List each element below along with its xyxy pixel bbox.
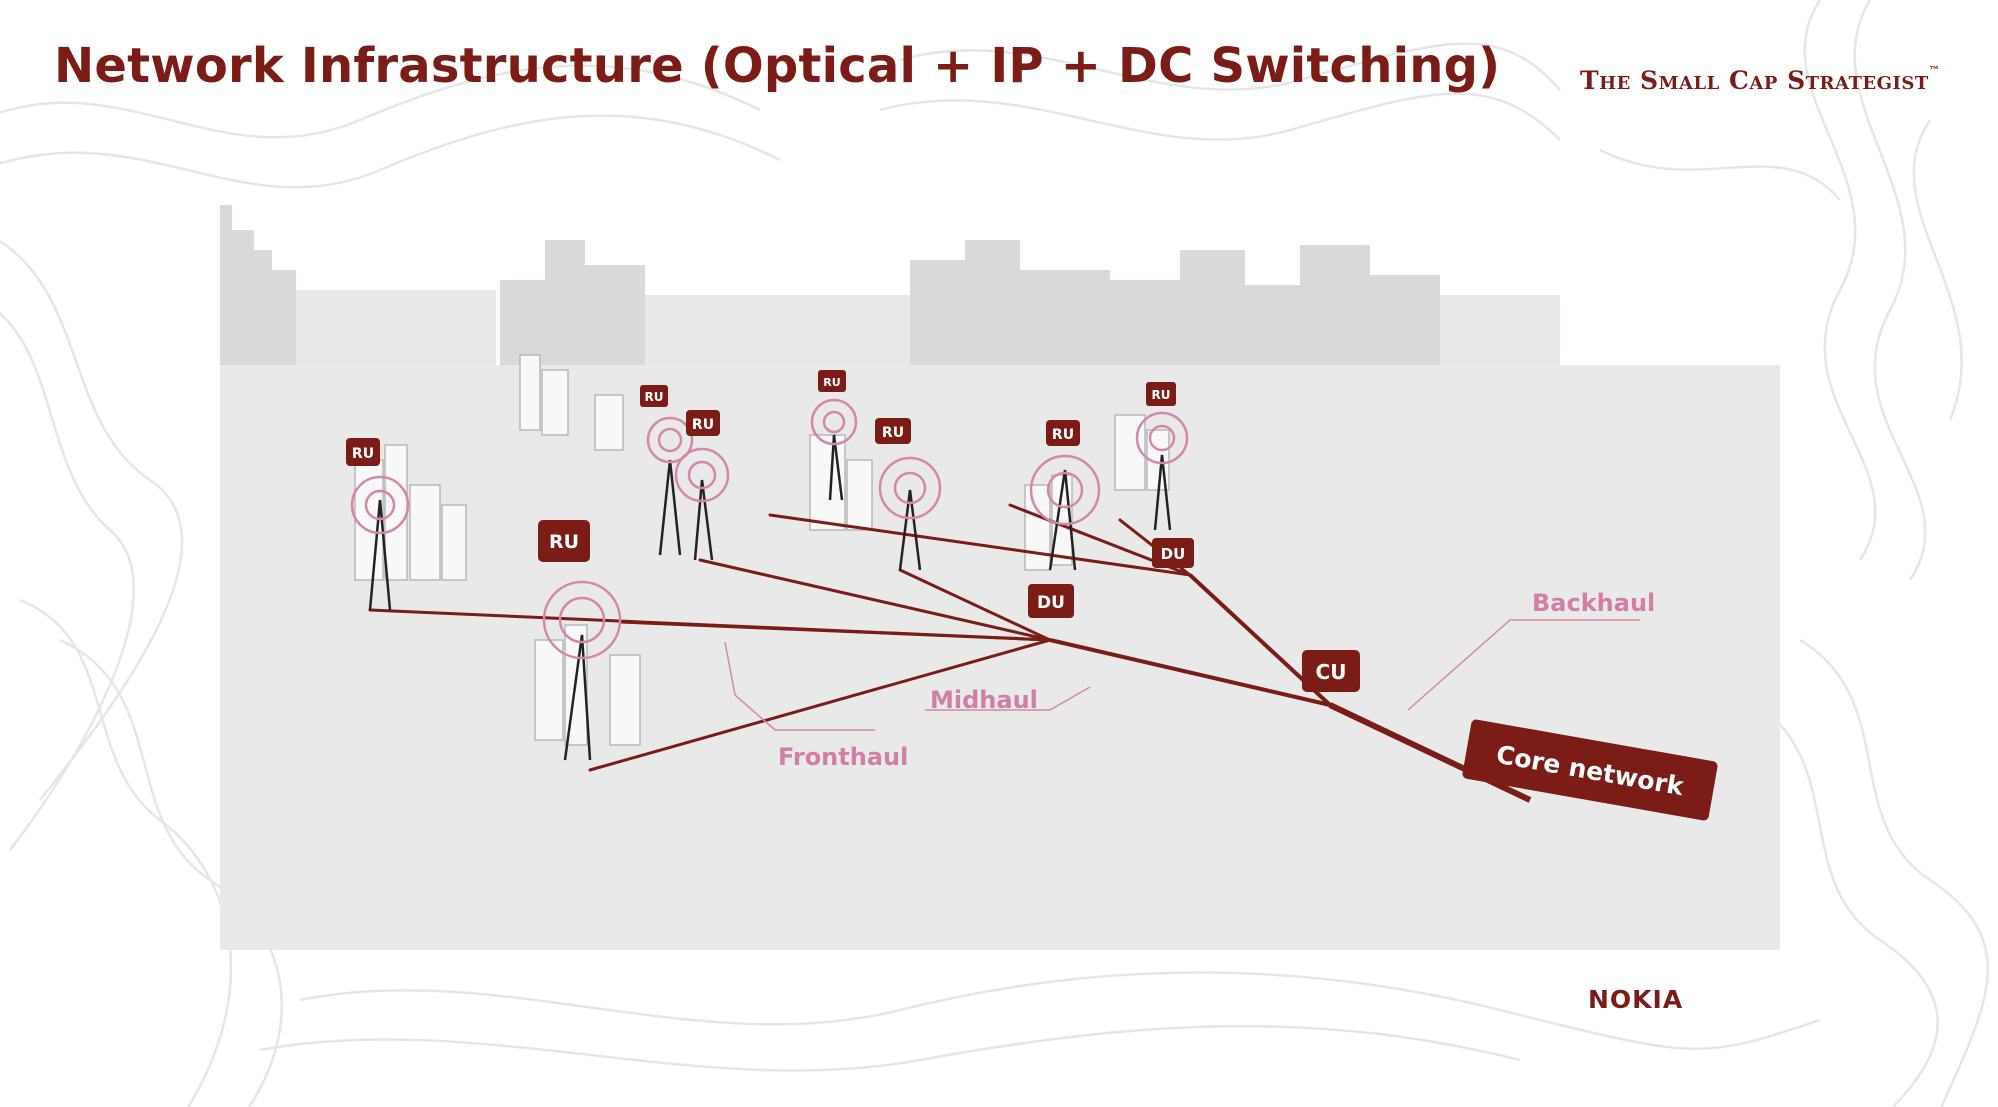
svg-text:RU: RU (1152, 388, 1171, 402)
du-node: DU (1152, 538, 1194, 568)
svg-text:RU: RU (549, 531, 579, 553)
fronthaul-label: Fronthaul (778, 743, 908, 771)
svg-text:RU: RU (1052, 427, 1074, 443)
cu-node: CU (1302, 650, 1360, 692)
page-title: Network Infrastructure (Optical + IP + D… (54, 38, 1501, 94)
backhaul-link (1328, 702, 1532, 803)
svg-text:RU: RU (645, 390, 664, 404)
backhaul-label: Backhaul (1532, 589, 1655, 617)
svg-text:DU: DU (1037, 593, 1065, 613)
ground-panel (220, 365, 1780, 950)
ru-node: RU (818, 370, 846, 392)
antenna-masts (368, 434, 1172, 761)
ru-node: RU (1146, 382, 1176, 406)
svg-text:DU: DU (1161, 545, 1186, 563)
trademark-mark: ™ (1928, 64, 1941, 77)
city-skyline-light (296, 290, 1560, 365)
ru-node: RU (686, 410, 720, 436)
ru-node-large: RU (538, 520, 590, 562)
link-label-leaders (724, 619, 1640, 731)
brand-name: The Small Cap Strategist (1580, 66, 1929, 95)
midhaul-label: Midhaul (930, 686, 1038, 714)
svg-text:RU: RU (882, 425, 904, 441)
ru-node: RU (640, 385, 668, 407)
radio-rings (350, 398, 1189, 660)
svg-text:RU: RU (352, 446, 374, 462)
ru-node: RU (875, 418, 911, 444)
svg-text:RU: RU (823, 376, 840, 389)
brand-logo: The Small Cap Strategist™ (1580, 64, 1941, 95)
fronthaul-links (368, 503, 1192, 772)
du-node: DU (1028, 584, 1074, 618)
network-diagram: RU RU RU RU RU RU RU RU DU DU CU (220, 205, 1780, 950)
city-skyline (220, 205, 1440, 365)
ru-node: RU (1046, 420, 1080, 446)
nokia-logo: NOKIA (1588, 985, 1684, 1014)
ru-node: RU (346, 438, 380, 466)
svg-text:CU: CU (1316, 660, 1347, 684)
svg-text:RU: RU (692, 417, 714, 433)
